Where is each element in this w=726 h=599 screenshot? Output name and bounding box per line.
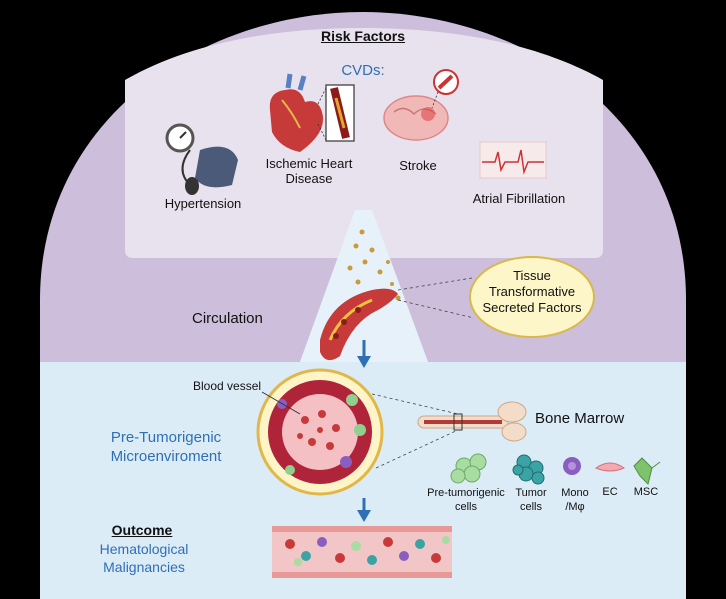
malignancy-vessel-icon: [272, 526, 452, 578]
connector-to-bone: [371, 393, 459, 415]
outcome-text: Hematological Malignancies: [99, 541, 189, 575]
diagram-title: Risk Factors: [320, 28, 406, 44]
connector-to-oval: [397, 299, 475, 319]
msc-label: MSC: [633, 486, 659, 498]
arrow-down-icon: [357, 498, 371, 522]
bone-marrow-label: Bone Marrow: [535, 410, 625, 427]
arrow-down-icon: [357, 340, 371, 368]
pre-tumorigenic-cells-icon: [450, 453, 487, 484]
tumor-cells-label: Tumor cells: [515, 487, 547, 513]
ecg-icon: [479, 141, 547, 179]
circulation-label: Circulation: [192, 310, 263, 327]
risk-inner-panel: [125, 28, 603, 258]
stroke-label: Stroke: [399, 158, 437, 173]
mono-label: Mono /Mφ: [561, 487, 589, 513]
blood-vessel-label: Blood vessel: [193, 379, 262, 393]
msc-icon: [633, 457, 661, 485]
blood-vessel-icon: [320, 288, 398, 361]
heart-icon: [269, 73, 355, 152]
atrial-fibrillation-label: Atrial Fibrillation: [472, 191, 566, 206]
malignancy-cells: [285, 536, 450, 566]
ec-label: EC: [602, 486, 618, 498]
tumor-cells-icon: [512, 454, 545, 485]
secreted-particles: [347, 229, 401, 301]
monocyte-icon: [563, 457, 581, 475]
brain-icon: [383, 69, 459, 141]
outcome-label: Outcome: [111, 522, 173, 538]
microenvironment-circle-icon: [256, 368, 384, 496]
cvd-header: CVDs:: [341, 62, 385, 79]
secreted-factors-oval: [469, 256, 595, 338]
connector-to-oval: [397, 277, 473, 291]
microenvironment-label: Pre-Tumorigenic Microenviroment: [110, 429, 222, 465]
hypertension-label: Hypertension: [164, 196, 242, 211]
pre-tumorigenic-cells-label: Pre-tumorigenic cells: [427, 487, 505, 513]
connector-vessel-pointer: [261, 391, 301, 415]
endothelial-cell-icon: [594, 462, 626, 472]
ischemic-heart-disease-label: Ischemic Heart Disease: [265, 156, 353, 186]
bone-icon: [417, 401, 527, 442]
secreted-factors-label: Tissue Transformative Secreted Factors: [482, 268, 582, 315]
blood-pressure-cuff-icon: [165, 123, 238, 195]
